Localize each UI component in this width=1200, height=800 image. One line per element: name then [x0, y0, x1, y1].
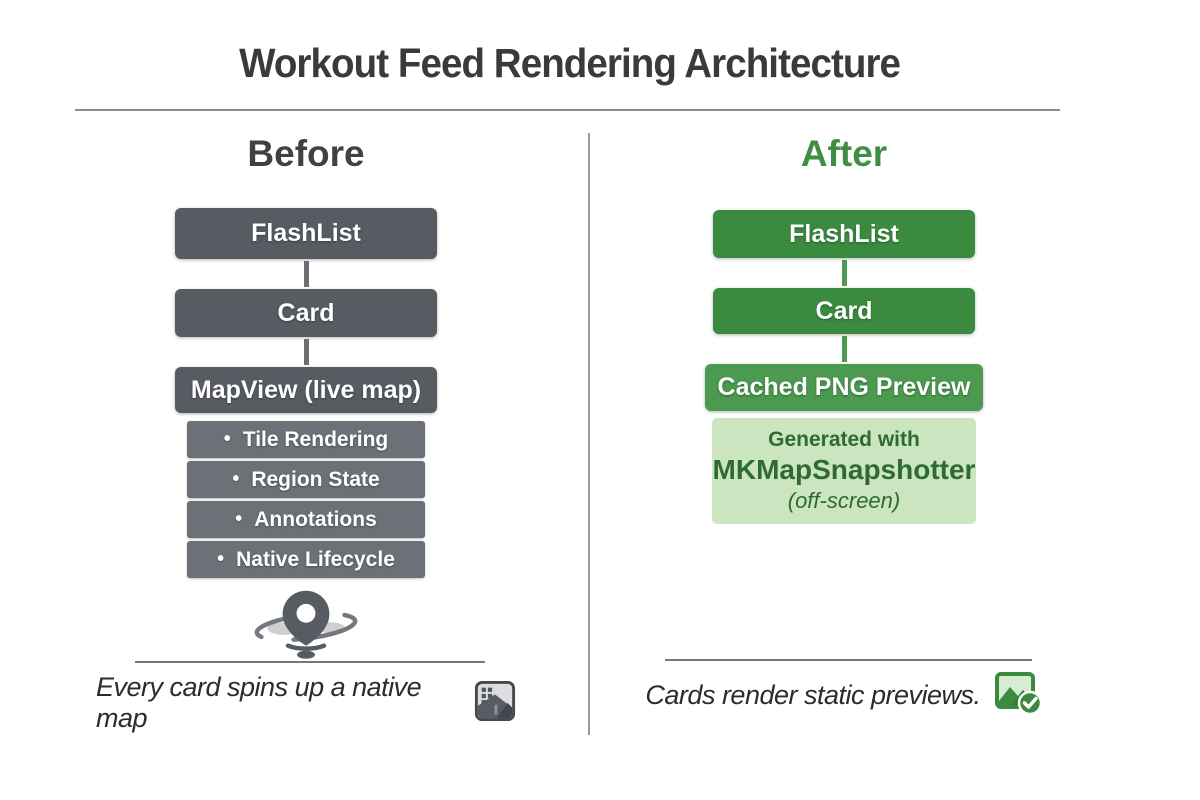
connector-line	[841, 336, 847, 362]
column-divider	[588, 133, 590, 735]
list-item-annotations: • Annotations	[187, 501, 425, 538]
bullet-dot: •	[235, 508, 243, 530]
bullet-dot: •	[217, 548, 225, 570]
after-heading: After	[800, 133, 888, 174]
bullet-dot: •	[232, 468, 240, 490]
mapview-cost-list: • Tile Rendering • Region State • Annota…	[187, 421, 425, 581]
before-caption-divider	[135, 661, 485, 663]
snapshotter-note: Generated with MKMapSnapshotter (off-scr…	[712, 418, 976, 524]
after-box-flashlist: FlashList	[713, 210, 975, 258]
note-line: Generated with	[768, 428, 920, 451]
native-map-tile-icon	[474, 680, 516, 727]
after-caption: Cards render static previews.	[634, 670, 1054, 721]
after-caption-divider	[665, 659, 1032, 661]
map-pin-spinner-icon	[236, 589, 376, 666]
static-preview-check-icon	[993, 670, 1043, 721]
list-item-label: Region State	[251, 467, 380, 491]
before-box-card: Card	[175, 289, 437, 337]
before-caption: Every card spins up a native map	[96, 672, 516, 734]
list-item-label: Tile Rendering	[242, 427, 389, 451]
list-item-native-lifecycle: • Native Lifecycle	[187, 541, 425, 578]
before-box-mapview: MapView (live map)	[175, 367, 437, 413]
connector-line	[303, 339, 309, 365]
bullet-dot: •	[223, 428, 231, 450]
note-line: (off-screen)	[787, 488, 901, 513]
after-caption-text: Cards render static previews.	[645, 680, 981, 710]
list-item-tile-rendering: • Tile Rendering	[187, 421, 425, 458]
page-title: Workout Feed Rendering Architecture	[239, 40, 902, 86]
connector-line	[841, 260, 847, 286]
after-box-card: Card	[713, 288, 975, 334]
after-box-cached-png: Cached PNG Preview	[705, 364, 983, 411]
list-item-label: Annotations	[254, 507, 377, 531]
title-divider	[75, 109, 1060, 111]
after-column: After FlashList Card Cached PNG Preview …	[634, 130, 1054, 524]
list-item-region-state: • Region State	[187, 461, 425, 498]
before-box-flashlist: FlashList	[175, 208, 437, 259]
before-caption-text: Every card spins up a native map	[96, 672, 422, 733]
before-column: Before FlashList Card MapView (live map)…	[96, 130, 516, 666]
connector-line	[303, 261, 309, 287]
list-item-label: Native Lifecycle	[236, 547, 395, 571]
note-line: MKMapSnapshotter	[712, 454, 976, 485]
before-heading: Before	[247, 133, 365, 174]
